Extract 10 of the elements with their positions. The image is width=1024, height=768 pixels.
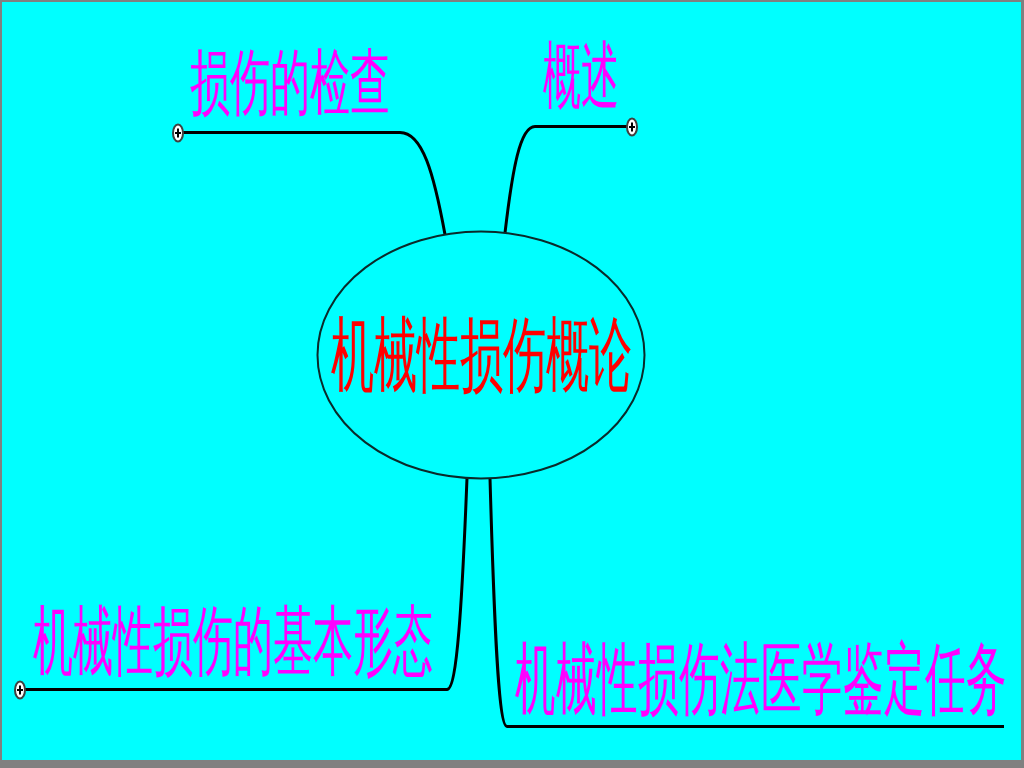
branch-connector (488, 478, 509, 728)
central-ellipse (316, 230, 646, 480)
topic-label: 机械性损伤的基本形态 (33, 602, 433, 678)
topic-label: 损伤的检查 (190, 46, 390, 118)
branch-connector (446, 478, 469, 691)
branch-connector (399, 131, 447, 235)
branch-connector (503, 125, 536, 233)
central-topic-label: 机械性损伤概论 (330, 314, 632, 396)
topic-label: 机械性损伤法医学鉴定任务 (515, 639, 1007, 718)
topic-label: 概述 (543, 38, 619, 113)
